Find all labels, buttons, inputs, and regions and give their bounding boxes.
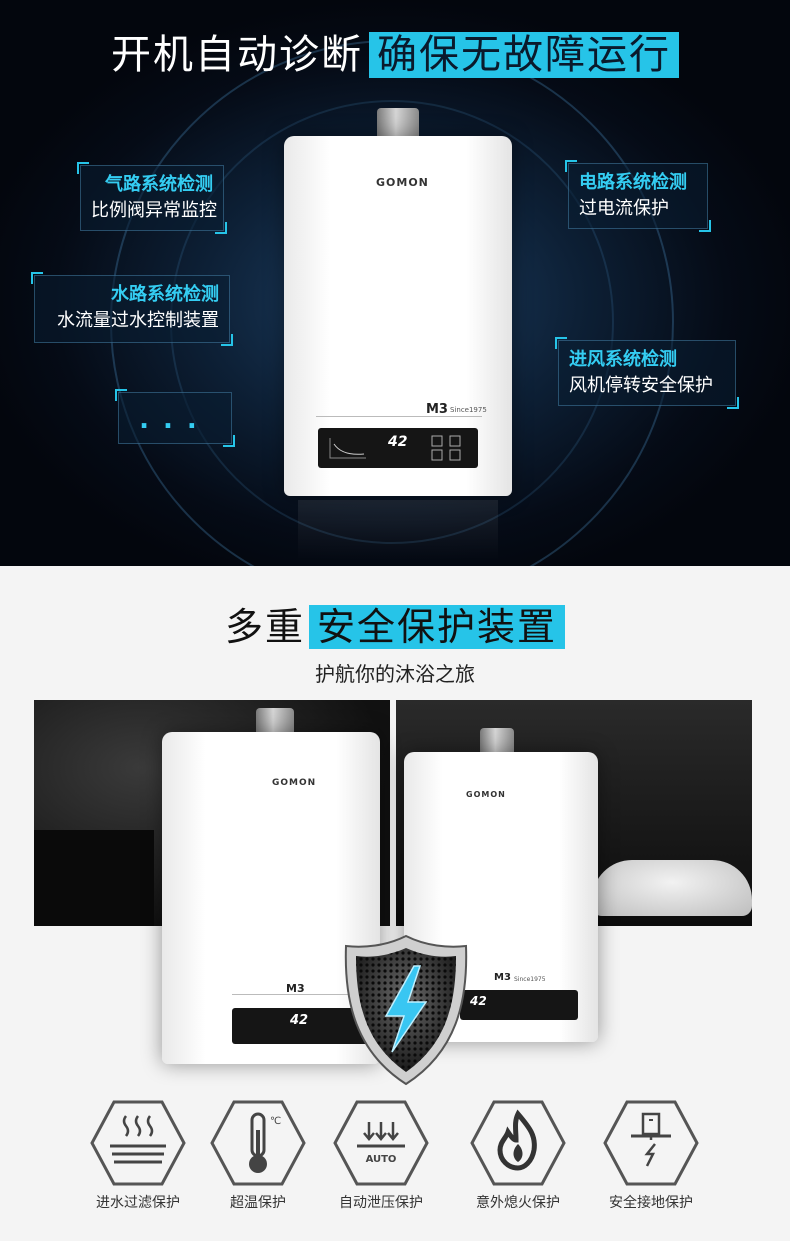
feature-flameout: 意外熄火保护: [453, 1100, 583, 1212]
heater-control-panel: 42: [318, 428, 478, 468]
heater3-temp-display: 42: [470, 994, 487, 1008]
badge-water-title: 水路系统检测: [111, 284, 219, 305]
diagnosis-banner: 开机自动诊断确保无故障运行 GOMON M3 Since1975 42 气路系统…: [0, 0, 790, 566]
heater-temp-display: 42: [388, 434, 408, 450]
banner-title-highlight: 确保无故障运行: [369, 32, 679, 78]
safety-title-main: 多重: [224, 605, 305, 649]
bathtub-white: [592, 860, 752, 916]
feature-overheat: ℃ 超温保护: [193, 1100, 323, 1212]
heater3-model: M3: [494, 972, 511, 983]
heater3-since: Since1975: [514, 976, 546, 983]
safety-subtitle: 护航你的沐浴之旅: [315, 662, 475, 686]
badge-gas-system: 气路系统检测 比例阀异常监控: [77, 162, 227, 234]
badge-more-dots: ...: [139, 405, 211, 435]
heater2-model: M3: [286, 982, 305, 995]
water-heater-product: GOMON M3 Since1975 42: [284, 136, 512, 496]
ground-plug-icon: [603, 1100, 699, 1186]
feature-water-filter-label: 进水过滤保护: [96, 1195, 180, 1211]
safety-title-highlight: 安全保护装置: [309, 605, 566, 649]
heater-model: M3: [426, 402, 448, 417]
heater-divider: [316, 416, 482, 417]
feature-flameout-label: 意外熄火保护: [476, 1195, 560, 1211]
auto-text: AUTO: [366, 1154, 397, 1165]
badge-gas-title: 气路系统检测: [105, 174, 213, 195]
feature-overheat-label: 超温保护: [230, 1195, 286, 1211]
heater3-flue-pipe: [480, 728, 514, 754]
badge-water-system: 水路系统检测 水流量过水控制装置: [31, 272, 233, 346]
badge-electric-title: 电路系统检测: [579, 172, 687, 193]
water-heater-front: GOMON M3 42: [162, 732, 382, 1064]
heater2-divider: [232, 994, 382, 995]
badge-air-system: 进风系统检测 风机停转安全保护: [555, 337, 739, 409]
panel-curve-icon: [329, 438, 366, 459]
bathtub-dark: [34, 830, 154, 926]
heater3-control-panel: 42: [460, 990, 578, 1020]
heater2-flue-pipe: [256, 708, 294, 736]
heater2-temp-display: 42: [290, 1013, 309, 1028]
badge-gas-desc: 比例阀异常监控: [91, 200, 217, 221]
lightning-shield-icon: [344, 934, 468, 1086]
badge-more: ...: [115, 389, 235, 447]
safety-title: 多重安全保护装置: [0, 596, 790, 651]
pressure-relief-icon: AUTO: [333, 1100, 429, 1186]
badge-air-desc: 风机停转安全保护: [569, 375, 713, 396]
badge-air-title: 进风系统检测: [569, 349, 677, 370]
heater-flue-pipe: [377, 108, 419, 138]
feature-pressure-relief: AUTO 自动泄压保护: [316, 1100, 446, 1212]
badge-water-desc: 水流量过水控制装置: [57, 310, 219, 331]
feature-grounding: 安全接地保护: [586, 1100, 716, 1212]
heater-reflection: [298, 500, 498, 560]
flame-icon: [470, 1100, 566, 1186]
thermometer-icon: ℃: [210, 1100, 306, 1186]
water-filter-icon: [90, 1100, 186, 1186]
feature-grounding-label: 安全接地保护: [609, 1195, 693, 1211]
features-row: 进水过滤保护 ℃ 超温保护 AUTO 自动泄压保护 意外熄火保护: [0, 1100, 790, 1230]
feature-pressure-relief-label: 自动泄压保护: [339, 1195, 423, 1211]
banner-title-main: 开机自动诊断: [111, 32, 363, 78]
panel-buttons-icon: [431, 435, 461, 461]
heater3-brand-logo: GOMON: [466, 790, 506, 799]
banner-title: 开机自动诊断确保无故障运行: [0, 22, 790, 80]
badge-electric-system: 电路系统检测 过电流保护: [565, 160, 711, 232]
heater-brand-logo: GOMON: [376, 176, 429, 189]
feature-water-filter: 进水过滤保护: [73, 1100, 203, 1212]
heater2-brand-logo: GOMON: [272, 778, 317, 788]
heater-since: Since1975: [450, 406, 487, 414]
thermometer-unit-text: ℃: [270, 1116, 281, 1127]
badge-electric-desc: 过电流保护: [579, 198, 669, 219]
